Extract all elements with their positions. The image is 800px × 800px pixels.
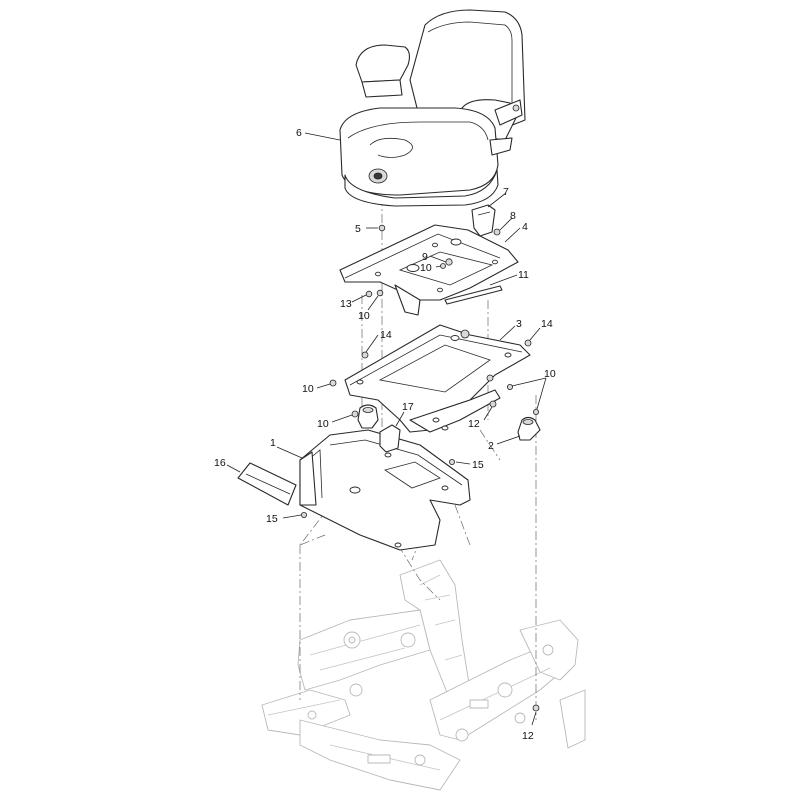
bolt-8 xyxy=(493,228,501,236)
callout-4: 4 xyxy=(522,221,528,233)
bracket-17 xyxy=(379,424,401,453)
nut-14-left xyxy=(361,351,369,359)
washer-10-right xyxy=(506,383,513,390)
mower-frame xyxy=(261,559,586,791)
pad-16 xyxy=(237,462,297,506)
washer-10-mount xyxy=(533,408,540,415)
callout-6: 6 xyxy=(296,127,302,139)
callout-15: 15 xyxy=(472,459,484,471)
callout-10: 10 xyxy=(317,418,329,430)
base-bracket xyxy=(237,424,471,551)
nut-9 xyxy=(445,258,453,266)
callout-10: 10 xyxy=(302,383,314,395)
callout-10: 10 xyxy=(544,368,556,380)
suspension-link xyxy=(409,389,501,433)
frame-right-foot xyxy=(559,689,586,749)
washer-10-isolator xyxy=(351,410,359,418)
callout-15: 15 xyxy=(266,513,278,525)
screw-15-upper xyxy=(448,458,455,465)
callout-11: 11 xyxy=(518,269,529,281)
callout-9: 9 xyxy=(422,251,428,263)
seat-plate xyxy=(339,224,519,301)
callout-3: 3 xyxy=(516,318,522,330)
callout-10: 10 xyxy=(420,262,432,274)
isolator-mounts xyxy=(357,404,541,441)
washer-10-left xyxy=(329,379,337,387)
bolt-12-lower xyxy=(532,704,540,712)
callout-12: 12 xyxy=(522,730,534,742)
seat-left-armrest xyxy=(355,44,411,83)
bolt-12-upper xyxy=(489,400,497,408)
frame-left-rail xyxy=(297,609,431,691)
suspension-frame xyxy=(329,324,540,433)
seat-plate-leg xyxy=(394,284,421,316)
seat-cushion xyxy=(339,107,499,196)
latch-bracket-7 xyxy=(471,204,496,237)
callout-10: 10 xyxy=(358,310,370,322)
seat-assembly xyxy=(339,9,526,207)
leader-lines xyxy=(226,132,547,726)
seat-base xyxy=(344,169,499,207)
callout-16: 16 xyxy=(214,457,226,469)
callout-5: 5 xyxy=(355,223,361,235)
callout-17: 17 xyxy=(402,401,414,413)
nut-13 xyxy=(365,290,373,298)
callout-8: 8 xyxy=(510,210,516,222)
callout-13: 13 xyxy=(340,298,352,310)
callout-12: 12 xyxy=(468,418,480,430)
callouts: 6 7 8 4 5 9 10 11 13 10 3 14 14 10 10 10… xyxy=(214,127,556,742)
callout-1: 1 xyxy=(270,437,276,449)
callout-14: 14 xyxy=(541,318,553,330)
seat-mount-plate xyxy=(339,204,519,316)
washer-10-upper xyxy=(440,263,446,269)
callout-2: 2 xyxy=(488,440,494,452)
frame-lower-left xyxy=(261,689,351,736)
nut-14-right xyxy=(524,339,532,347)
washer-5 xyxy=(378,224,386,232)
rod-11 xyxy=(444,285,503,305)
screw-15-lower xyxy=(300,512,307,519)
callout-7: 7 xyxy=(503,186,509,198)
washer-10-plate xyxy=(376,289,384,297)
callout-14: 14 xyxy=(380,329,392,341)
